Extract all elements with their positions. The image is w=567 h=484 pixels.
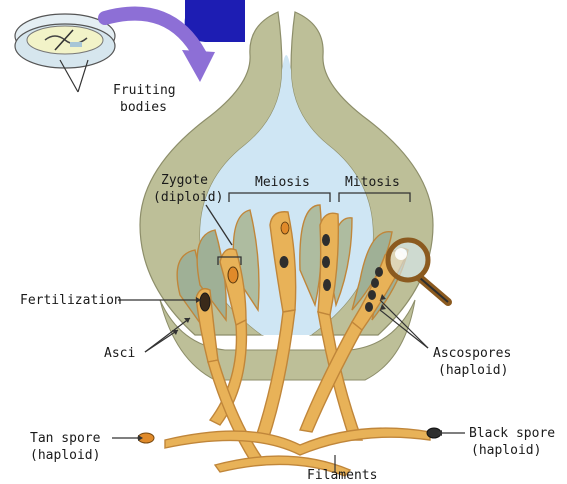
label-mitosis: Mitosis [345,175,400,190]
label-tan-spore-line2: (haploid) [30,448,100,463]
label-zygote-line1: Zygote [161,173,208,188]
label-ascospores-line2: (haploid) [438,363,508,378]
label-filaments: Filaments [307,468,377,483]
label-fertilization: Fertilization [20,293,122,308]
label-tan-spore-line1: Tan spore [30,431,101,446]
zygote-spore [228,267,238,283]
label-meiosis: Meiosis [255,175,310,190]
fertilization-spore [200,293,210,311]
label-black-spore-line1: Black spore [469,426,555,441]
label-ascospores-line1: Ascospores [433,346,511,361]
label-black-spore-line2: (haploid) [471,443,541,458]
label-asci: Asci [104,346,135,361]
label-zygote-line2: (diploid) [153,190,223,205]
label-fruiting-line1: Fruiting [113,83,176,98]
label-fruiting-line2: bodies [120,100,167,115]
